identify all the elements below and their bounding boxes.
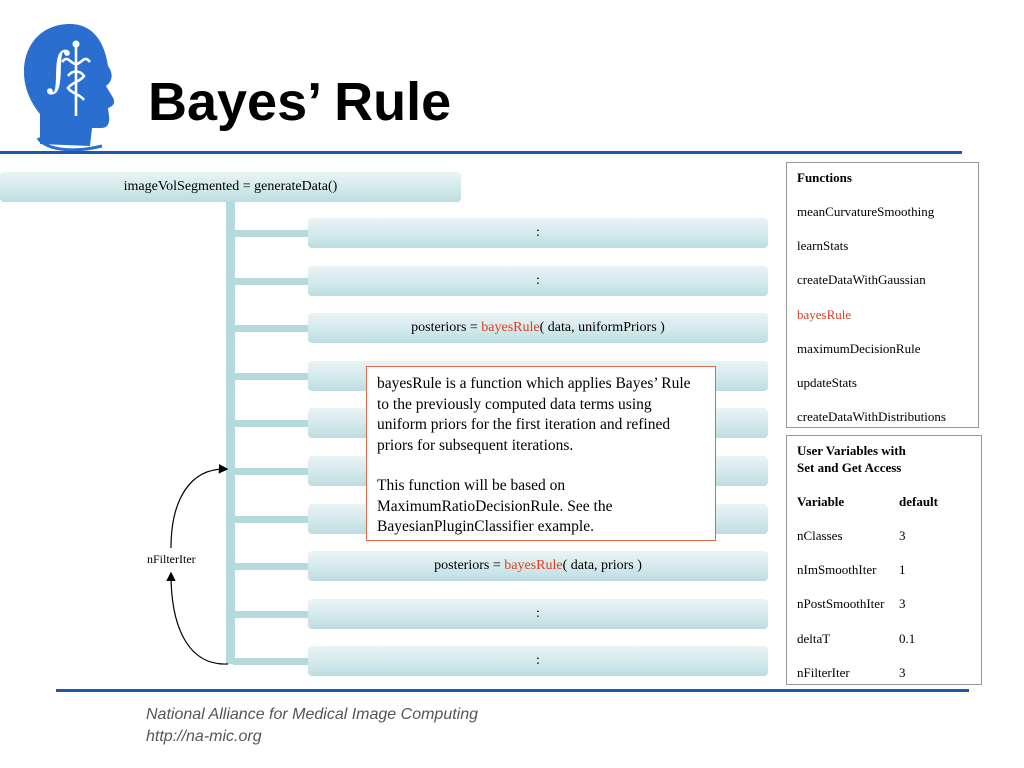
variables-heading-1: User Variables with <box>797 443 906 458</box>
flow-connector <box>233 468 309 475</box>
flow-connector <box>233 278 309 285</box>
variable-default: 3 <box>899 596 906 612</box>
function-item: createDataWithDistributions <box>797 409 946 425</box>
bayes-rule-explanation: bayesRule is a function which applies Ba… <box>366 366 716 541</box>
flow-step-text: : <box>536 225 540 240</box>
functions-heading: Functions <box>797 170 852 185</box>
variable-name: nFilterIter <box>797 664 850 680</box>
flow-connector <box>233 325 309 332</box>
variable-name: nImSmoothIter <box>797 562 877 578</box>
variable-column-label: Variable <box>797 494 845 509</box>
footer-rule <box>56 689 969 692</box>
explanation-para-1: bayesRule is a function which applies Ba… <box>377 375 691 454</box>
variable-default: 3 <box>899 528 906 543</box>
footer-url: http://na-mic.org <box>146 728 262 745</box>
function-item: maximumDecisionRule <box>797 340 921 356</box>
flow-step-box: : <box>308 266 768 296</box>
variable-default: 3 <box>899 664 906 680</box>
flow-step-args: ( data, priors ) <box>562 558 642 573</box>
loop-arrow <box>166 464 229 665</box>
flow-step-box: posteriors = bayesRule( data, uniformPri… <box>308 313 768 343</box>
function-item: bayesRule <box>797 306 852 322</box>
flow-step-text: : <box>536 273 540 288</box>
function-item: updateStats <box>797 375 857 390</box>
svg-text:∫: ∫ <box>46 42 71 98</box>
default-column-label: default <box>899 494 938 509</box>
flow-step-box: : <box>308 599 768 629</box>
variable-default: 1 <box>899 562 906 578</box>
variables-heading-2: Set and Get Access <box>797 460 902 475</box>
loop-label: nFilterIter <box>147 552 196 566</box>
default-column-header: default <box>899 494 938 510</box>
generate-data-text: imageVolSegmented = generateData() <box>123 179 338 194</box>
flow-connector <box>233 611 309 618</box>
flow-step-box: posteriors = bayesRule( data, priors ) <box>308 551 768 581</box>
flow-step-function: bayesRule <box>504 558 563 573</box>
variable-default: 0.1 <box>899 630 916 646</box>
namic-logo: ∫ <box>24 24 115 152</box>
flow-connector <box>233 230 309 237</box>
flow-step-text: : <box>536 606 540 621</box>
variable-name: nClasses <box>797 528 843 543</box>
functions-panel: Functions meanCurvatureSmoothing learnSta… <box>786 162 979 428</box>
function-item: createDataWithGaussian <box>797 272 926 288</box>
flow-connector <box>233 658 309 665</box>
flow-step-box: : <box>308 218 768 248</box>
flow-step-box: : <box>308 646 768 676</box>
variable-column-header: Variable <box>797 494 844 510</box>
variable-name: deltaT <box>797 630 831 646</box>
footer-org: National Alliance for Medical Image Comp… <box>146 706 479 723</box>
variable-name: nPostSmoothIter <box>797 596 885 612</box>
flow-connector <box>233 420 309 427</box>
flow-trunk <box>226 202 235 664</box>
explanation-para-2: This function will be based on MaximumRa… <box>377 477 613 535</box>
flow-step-args: ( data, uniformPriors ) <box>539 320 665 335</box>
header-rule <box>0 151 962 154</box>
variables-panel: User Variables with Set and Get Access V… <box>786 435 982 685</box>
generate-data-box: imageVolSegmented = generateData() <box>0 172 461 202</box>
flow-step-function: bayesRule <box>481 320 540 335</box>
flow-connector <box>233 373 309 380</box>
flow-step-text: : <box>536 653 540 668</box>
flow-step-prefix: posteriors = <box>411 320 482 335</box>
flow-connector <box>233 516 309 523</box>
flow-step-prefix: posteriors = <box>434 558 505 573</box>
function-item: learnStats <box>797 238 849 254</box>
flow-connector <box>233 563 309 570</box>
slide-title: Bayes’ Rule <box>148 72 452 132</box>
function-item: meanCurvatureSmoothing <box>797 204 935 219</box>
